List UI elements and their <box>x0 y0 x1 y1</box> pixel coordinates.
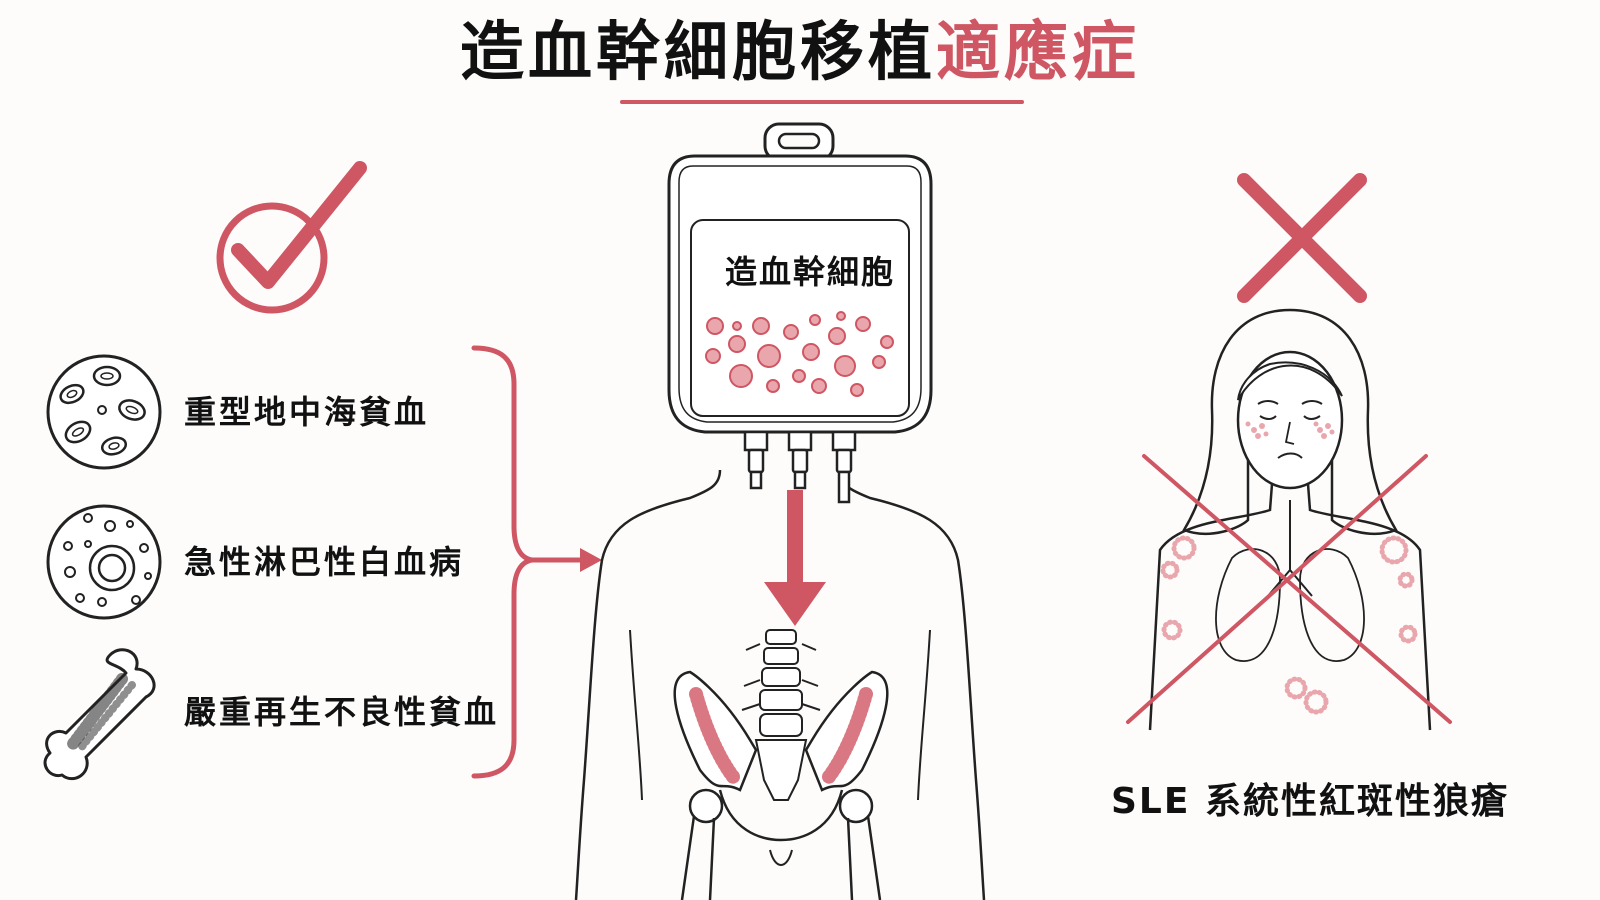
title-underline <box>620 100 1024 104</box>
indication-bracket <box>471 345 602 779</box>
check-circle-icon <box>216 161 367 314</box>
human-torso-illustration <box>574 469 986 900</box>
stem-cell-bag-illustration <box>667 122 933 504</box>
bone-marrow-icon <box>43 648 156 781</box>
title-accent: 適應症 <box>936 16 1140 90</box>
indication-label-leukemia: 急性淋巴性白血病 <box>184 543 465 581</box>
page-title: 造血幹細胞移植適應症 <box>0 8 1600 98</box>
arrow-right-icon <box>580 548 602 572</box>
arrow-down-icon <box>764 490 826 626</box>
cross-icon <box>1237 173 1367 303</box>
leukemia-cells-icon <box>46 504 162 620</box>
contraindication-label-sle: SLE 系統性紅斑性狼瘡 <box>1111 781 1509 822</box>
indication-label-aplastic-anemia: 嚴重再生不良性貧血 <box>184 693 500 731</box>
indication-label-thalassemia: 重型地中海貧血 <box>184 393 430 431</box>
title-main: 造血幹細胞移植 <box>460 16 936 90</box>
red-blood-cells-icon <box>46 354 162 470</box>
sle-patient-illustration <box>1148 308 1432 731</box>
bag-label: 造血幹細胞 <box>724 253 895 291</box>
large-cross-icon <box>1126 454 1452 724</box>
